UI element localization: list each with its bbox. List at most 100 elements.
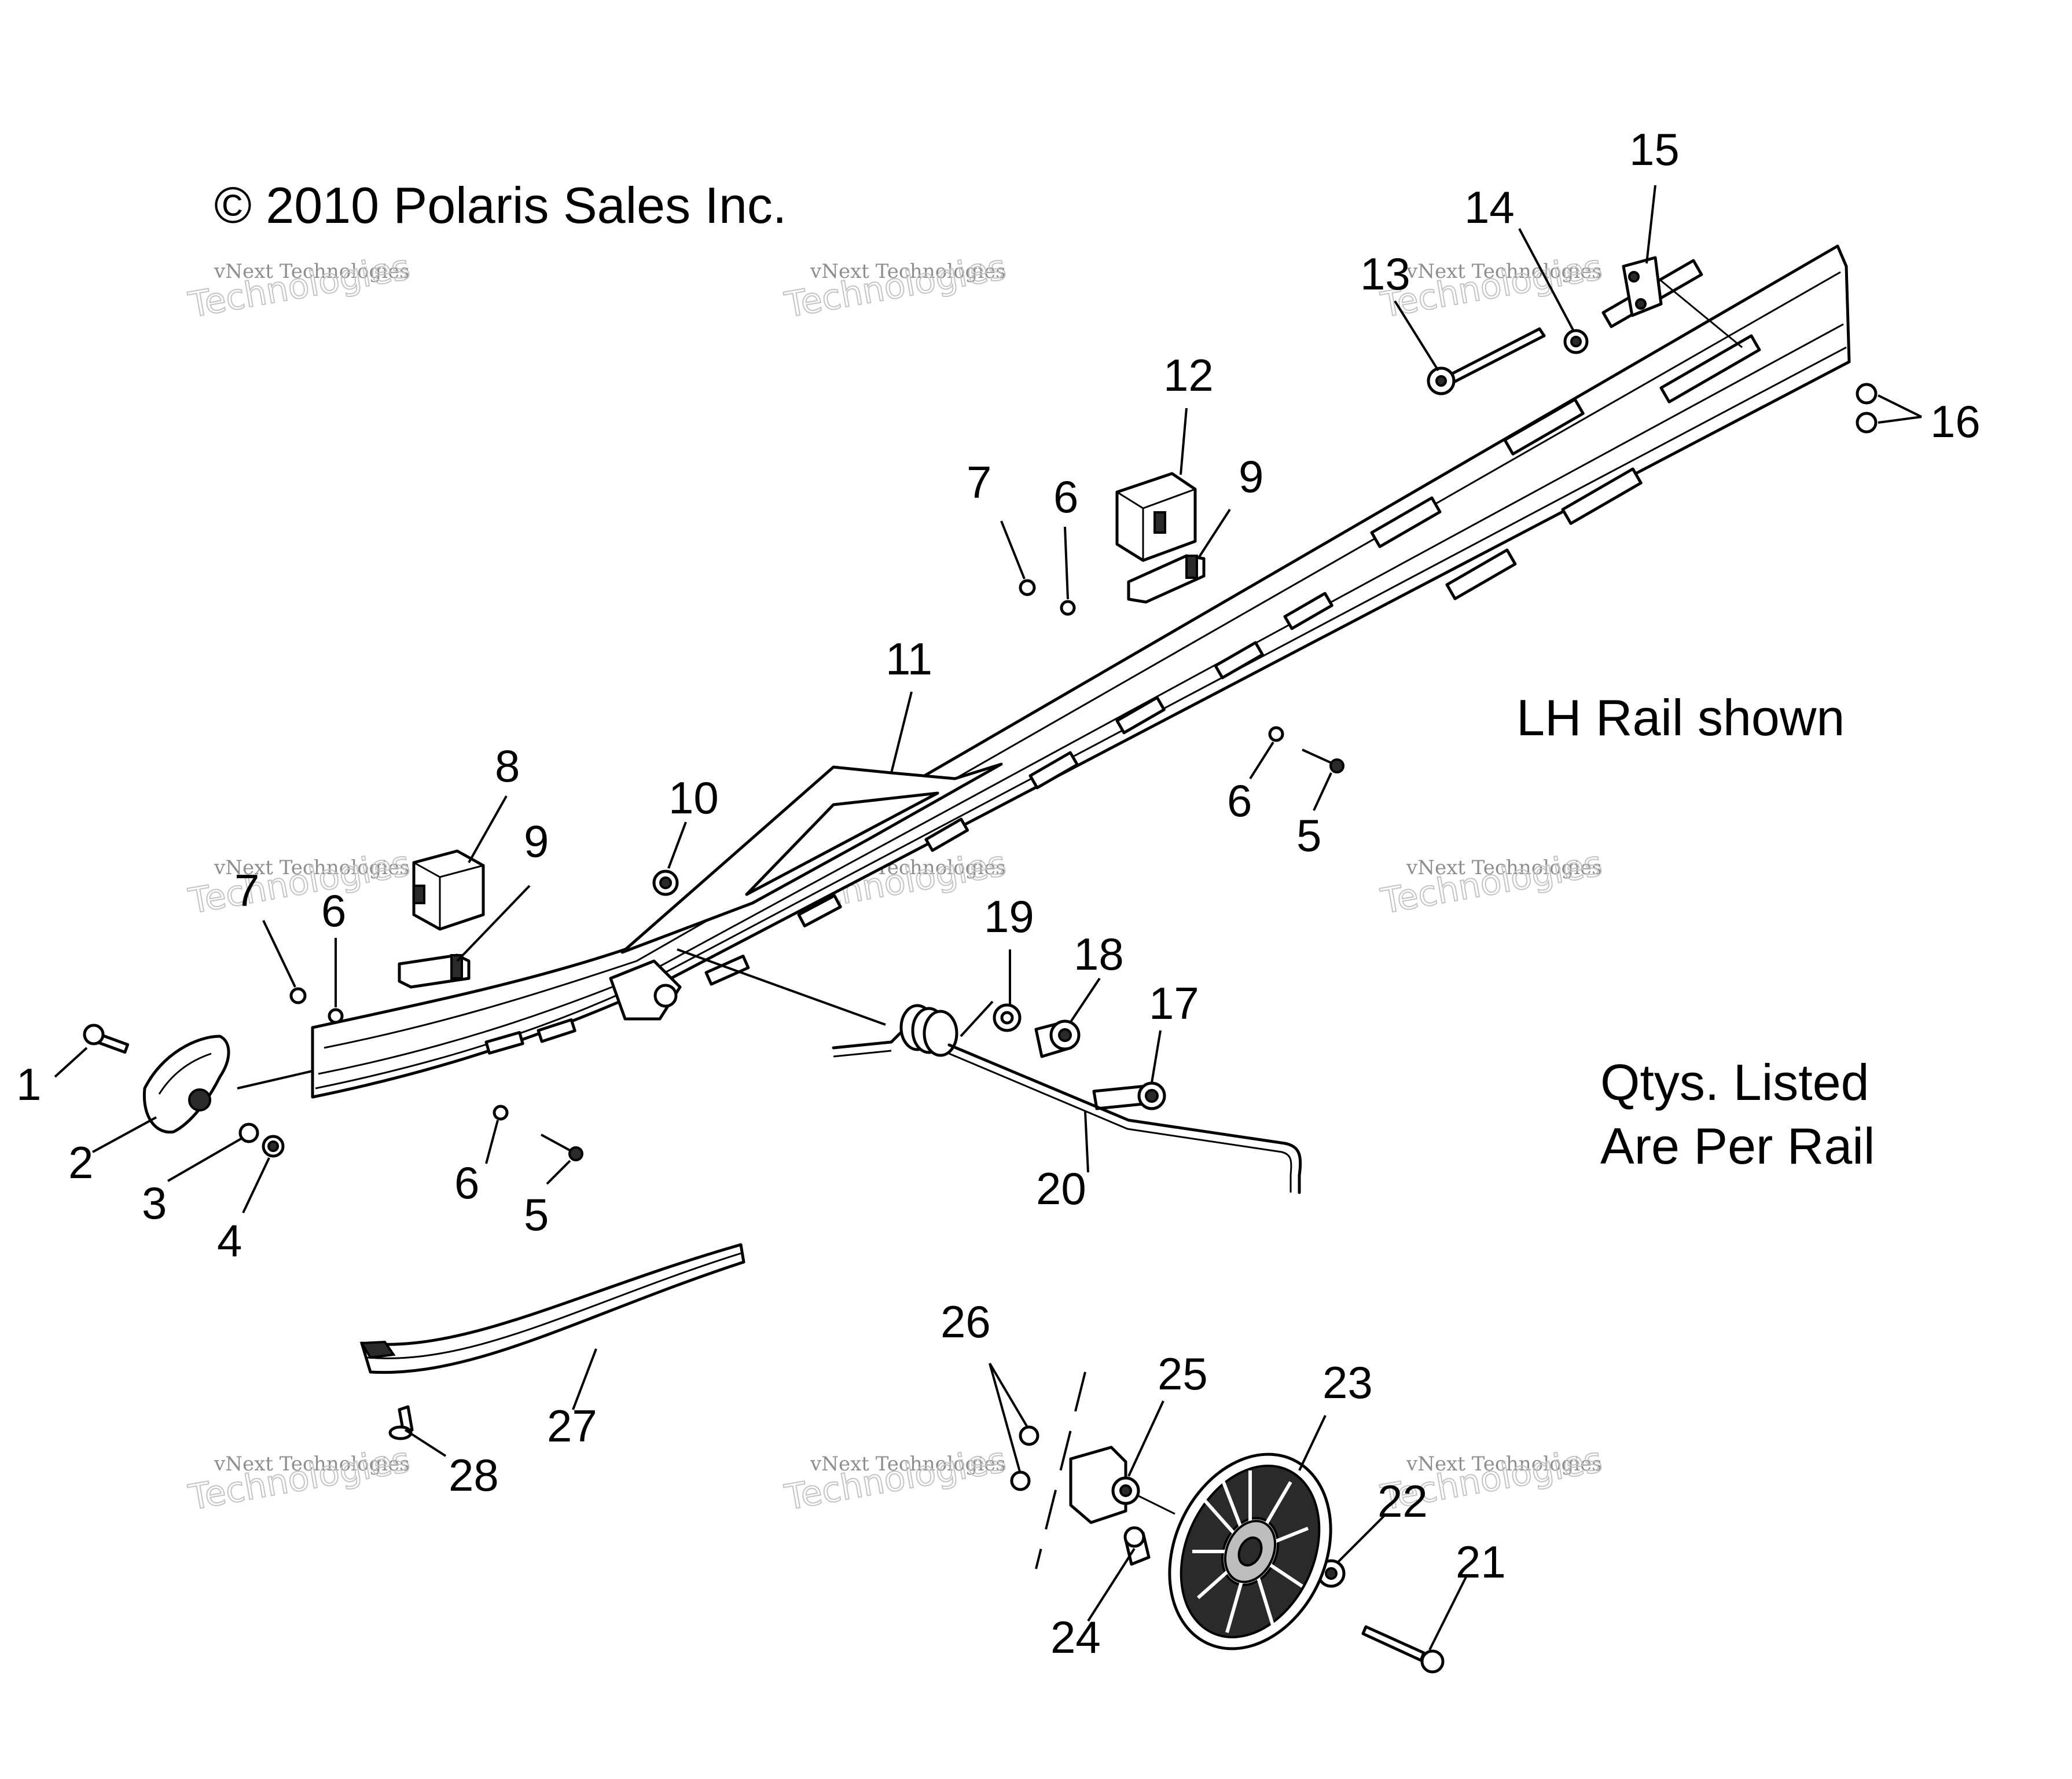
part-16-rivet (1856, 412, 1878, 434)
watermark-group: vNext Technologies Technologies vNext Te… (185, 247, 1606, 1519)
svg-text:Technologies: Technologies (782, 1440, 1009, 1518)
svg-text:vNext Technologies: vNext Technologies (214, 260, 410, 283)
rail-gusset-window (745, 791, 939, 896)
svg-text:vNext Technologies: vNext Technologies (1406, 856, 1602, 879)
part-8-wear-block (412, 849, 485, 931)
part-13-long-bolt (1427, 327, 1546, 395)
callout-26: 26 (941, 1296, 991, 1347)
part-28-screw (388, 1405, 414, 1440)
rail-window (1283, 592, 1333, 630)
watermark: vNext Technologies Technologies (1377, 247, 1606, 327)
part-6-washer (328, 1008, 344, 1024)
callout-6: 6 (321, 885, 346, 936)
svg-text:vNext Technologies: vNext Technologies (214, 856, 410, 879)
svg-text:Technologies: Technologies (186, 1440, 413, 1518)
callout-12: 12 (1163, 350, 1214, 401)
callout-19: 19 (984, 891, 1034, 942)
rail-side-note: LH Rail shown (1516, 689, 1845, 746)
rail-window (704, 955, 750, 986)
part-7-nut (1019, 579, 1036, 596)
part-17-spacer (1092, 1081, 1166, 1110)
callout-9: 9 (1239, 451, 1263, 502)
callout-24: 24 (1050, 1612, 1101, 1663)
copyright-text: © 2010 Polaris Sales Inc. (214, 177, 787, 234)
callout-25: 25 (1158, 1348, 1208, 1399)
callout-11: 11 (886, 633, 932, 684)
callout-7: 7 (234, 865, 259, 916)
rail-window (1561, 467, 1643, 525)
part-4-nut-core (267, 1140, 279, 1152)
leader-lines (54, 185, 1922, 1650)
watermark: vNext Technologies Technologies (185, 247, 414, 327)
callout-27: 27 (547, 1400, 597, 1451)
slide-rail (311, 244, 1851, 1099)
part-27-slide (359, 1243, 745, 1374)
callout-4: 4 (217, 1215, 242, 1266)
callout-22: 22 (1377, 1476, 1428, 1527)
rail-window (797, 894, 842, 927)
part-16-rivet (1856, 383, 1878, 405)
callout-21: 21 (1456, 1536, 1506, 1587)
rail-window (1659, 334, 1761, 404)
svg-text:Technologies: Technologies (1378, 843, 1606, 922)
svg-text:vNext Technologies: vNext Technologies (214, 1452, 410, 1476)
watermark: vNext Technologies Technologies (781, 1439, 1010, 1519)
part-21-bolt (1361, 1625, 1445, 1674)
svg-text:vNext Technologies: vNext Technologies (810, 260, 1006, 283)
watermark: vNext Technologies Technologies (781, 247, 1010, 327)
rail-top-flange (311, 244, 1851, 1099)
part-20-spring (832, 1004, 1302, 1194)
part-3-washer (238, 1123, 259, 1143)
idler-mount-line (1035, 1371, 1086, 1569)
callout-numbers: 1 2 3 4 5 5 6 6 6 6 7 7 8 9 9 10 11 12 1… (16, 124, 1981, 1663)
rail-window (1445, 548, 1517, 600)
rail-windows (484, 259, 1761, 1055)
rail-edge-line (324, 271, 1841, 1049)
callout-5: 5 (1296, 810, 1321, 861)
part-12-wear-block (1115, 472, 1197, 562)
callout-14: 14 (1464, 182, 1515, 233)
part-7-nut (289, 987, 307, 1004)
callout-20: 20 (1036, 1163, 1086, 1214)
rail-window (1115, 696, 1166, 735)
callout-6: 6 (1053, 471, 1078, 522)
rail-window (1503, 398, 1585, 456)
svg-text:Technologies: Technologies (782, 247, 1009, 326)
part-25-axle-block (1069, 1446, 1175, 1524)
part-23-idler-wheel (1168, 1452, 1332, 1650)
callout-6: 6 (454, 1157, 479, 1208)
watermark: vNext Technologies Technologies (1377, 843, 1606, 923)
svg-text:Technologies: Technologies (1378, 247, 1606, 326)
rail-window (924, 817, 969, 852)
callout-13: 13 (1360, 248, 1410, 299)
watermark: vNext Technologies Technologies (185, 1439, 414, 1519)
part-19-washer-hole (1000, 1011, 1014, 1025)
part-26-nut (1010, 1470, 1031, 1491)
callout-16: 16 (1930, 396, 1981, 447)
rail-window (484, 1030, 524, 1055)
watermark: vNext Technologies Technologies (185, 843, 414, 923)
part-6-washer (1060, 600, 1076, 616)
callout-8: 8 (495, 740, 520, 791)
callout-15: 15 (1629, 124, 1680, 175)
part-5-screw (1302, 749, 1344, 773)
part-18-bushing (1034, 1019, 1081, 1058)
part-22-washer-hole (1325, 1567, 1338, 1580)
rail-window (1214, 641, 1264, 680)
svg-text:Technologies: Technologies (186, 247, 413, 326)
callout-7: 7 (967, 457, 991, 508)
callout-10: 10 (668, 772, 719, 823)
part-15-bracket (1622, 256, 1743, 349)
svg-text:Technologies: Technologies (186, 843, 413, 922)
qty-note-line2: Are Per Rail (1600, 1117, 1875, 1175)
qty-note-line1: Qtys. Listed (1600, 1054, 1869, 1111)
callout-2: 2 (68, 1137, 93, 1188)
part-10-nut-core (659, 876, 672, 889)
svg-text:vNext Technologies: vNext Technologies (810, 1452, 1006, 1476)
svg-text:vNext Technologies: vNext Technologies (1406, 1452, 1602, 1476)
part-5-screw (541, 1134, 583, 1161)
part-2-rail-tip (142, 1035, 230, 1134)
part-9-clip (398, 953, 471, 989)
callout-9: 9 (524, 816, 549, 867)
